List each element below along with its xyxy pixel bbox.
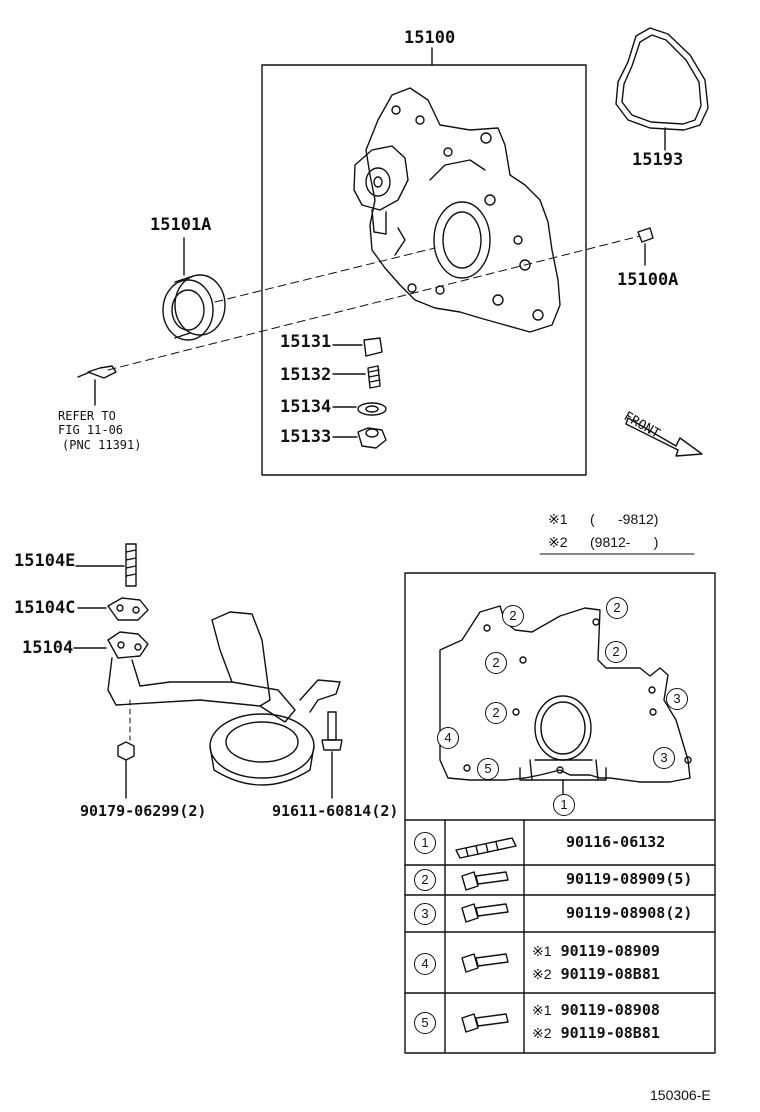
table-variant-mark: ※2 [532, 966, 552, 982]
part-label-15104C: 15104C [14, 598, 76, 618]
callout-circle: 2 [606, 597, 628, 619]
part-label-15104E: 15104E [14, 551, 76, 571]
part-label-15131: 15131 [280, 332, 332, 352]
part-label-91611: 91611-60814(2) [272, 802, 399, 820]
refer-line-3: (PNC 11391) [62, 438, 142, 452]
bolt-91611 [321, 711, 343, 799]
front-arrow [625, 417, 703, 457]
callout-circle: 2 [485, 702, 507, 724]
screw-refer [77, 365, 117, 406]
pump-assembly-frame [261, 64, 587, 476]
table-part-number: 90116-06132 [566, 833, 666, 851]
part-label-15193: 15193 [632, 150, 684, 170]
table-part-number: 90119-08909(5) [566, 870, 693, 888]
table-row-num: 2 [414, 869, 436, 891]
legend-mark-1: ※1 [548, 511, 568, 527]
oil-seal-15101A [162, 274, 226, 341]
callout-circle: 2 [502, 605, 524, 627]
oil-pump-body [353, 87, 561, 333]
table-row-entry: ※1 90119-08908 [532, 1003, 660, 1018]
part-label-15100A: 15100A [617, 270, 679, 290]
table-row-num: 5 [414, 1012, 436, 1034]
relief-valve-parts [332, 337, 387, 449]
table-variant-mark: ※1 [532, 1002, 552, 1018]
part-label-15101A: 15101A [150, 215, 212, 235]
part-label-15134: 15134 [280, 397, 332, 417]
part-label-15132: 15132 [280, 365, 332, 385]
table-part-number: 90119-08909 [560, 942, 660, 960]
table-part-number: 90119-08908(2) [566, 904, 693, 922]
table-part-number: 90119-08B81 [560, 965, 660, 983]
callout-circle: 2 [605, 641, 627, 663]
oil-strainer-15104 [107, 543, 341, 786]
table-row-num: 3 [414, 903, 436, 925]
table-row-entry: ※1 90119-08909 [532, 944, 660, 959]
refer-line-2: FIG 11-06 [58, 423, 124, 437]
table-row-num: 4 [414, 953, 436, 975]
legend-range-1: ( -9812) [590, 511, 659, 527]
part-label-15104: 15104 [22, 638, 74, 658]
bolt-pictures [455, 837, 517, 1033]
part-label-15100: 15100 [404, 28, 456, 48]
legend-mark-2: ※2 [548, 534, 568, 550]
gasket-15193 [615, 27, 709, 131]
table-row-num: 1 [414, 832, 436, 854]
table-variant-mark: ※2 [532, 1025, 552, 1041]
footer-code: 150306-E [650, 1087, 711, 1103]
callout-circle: 3 [653, 747, 675, 769]
plug-15100A [637, 227, 654, 243]
bolt-detail-frame [404, 572, 716, 1054]
legend-range-2: (9812- ) [590, 534, 659, 550]
table-row-entry: ※2 90119-08B81 [532, 1026, 660, 1041]
callout-circle: 1 [553, 794, 575, 816]
table-row-entry: ※2 90119-08B81 [532, 967, 660, 982]
table-part-number: 90119-08908 [560, 1001, 660, 1019]
callout-circle: 2 [485, 652, 507, 674]
callout-circle: 4 [437, 727, 459, 749]
table-part-number: 90119-08B81 [560, 1024, 660, 1042]
part-label-90179: 90179-06299(2) [80, 802, 207, 820]
callout-circle: 3 [666, 688, 688, 710]
callout-circle: 5 [477, 758, 499, 780]
table-variant-mark: ※1 [532, 943, 552, 959]
part-label-15133: 15133 [280, 427, 332, 447]
nut-90179 [117, 741, 135, 799]
refer-line-1: REFER TO [58, 409, 116, 423]
